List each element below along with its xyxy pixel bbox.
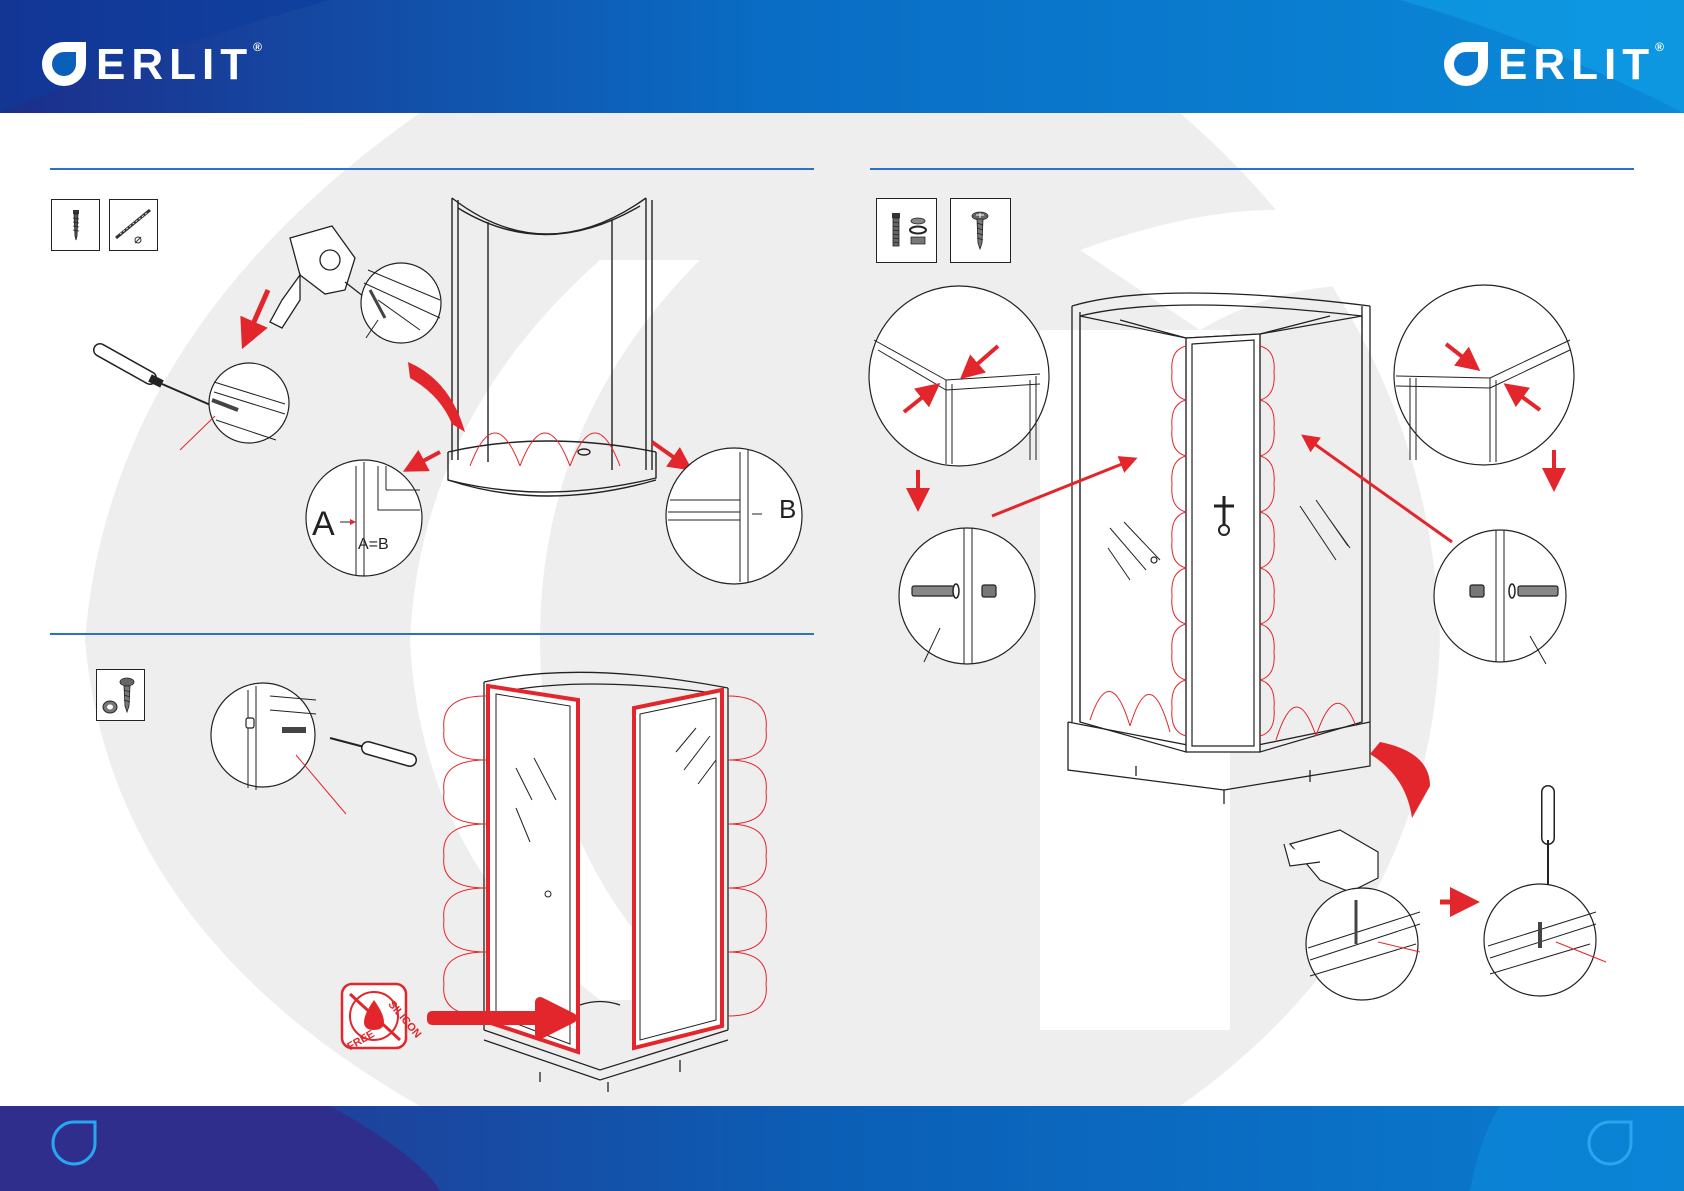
- detail-circle-bolt-right: [1434, 530, 1566, 662]
- red-arrow: [992, 460, 1132, 516]
- red-arrow: [246, 290, 268, 340]
- step1-shower-curved: [448, 198, 656, 496]
- dimension-b-label: B: [779, 494, 796, 524]
- drill-tool: [270, 226, 368, 328]
- detail-circle-screw: [209, 363, 289, 443]
- detail-circle-top-right: [1394, 285, 1574, 465]
- detail-circle-drill: [361, 263, 441, 343]
- detail-circle-drill-2: [1306, 888, 1420, 1000]
- step1-seal-arcs: [470, 433, 620, 466]
- red-arrow: [652, 442, 686, 466]
- screwdriver-tool-2: [330, 738, 410, 760]
- silicon-free-badge: SILICON FREE: [342, 984, 423, 1053]
- detail-circle-top-left: [869, 286, 1049, 466]
- step3-door-panels: [1080, 316, 1362, 752]
- red-arrow: [1306, 438, 1452, 542]
- detail-circle-bolt-left: [899, 528, 1035, 664]
- step2-seal-arcs-right: [728, 696, 766, 1016]
- step2-left-panel: [488, 686, 578, 1052]
- dimension-a-label: A: [312, 505, 335, 543]
- step2-seal-arcs-left: [444, 696, 486, 1016]
- red-arrow: [410, 452, 440, 468]
- detail-circle-screw-2: [1484, 884, 1596, 996]
- step2-right-panel: [634, 690, 722, 1048]
- curved-arrow: [1370, 742, 1430, 818]
- detail-circle-panel-screw: [211, 683, 316, 790]
- dimension-equation-label: A=B: [358, 536, 389, 553]
- curved-arrow: [408, 362, 465, 432]
- screwdriver-tool: [100, 350, 222, 410]
